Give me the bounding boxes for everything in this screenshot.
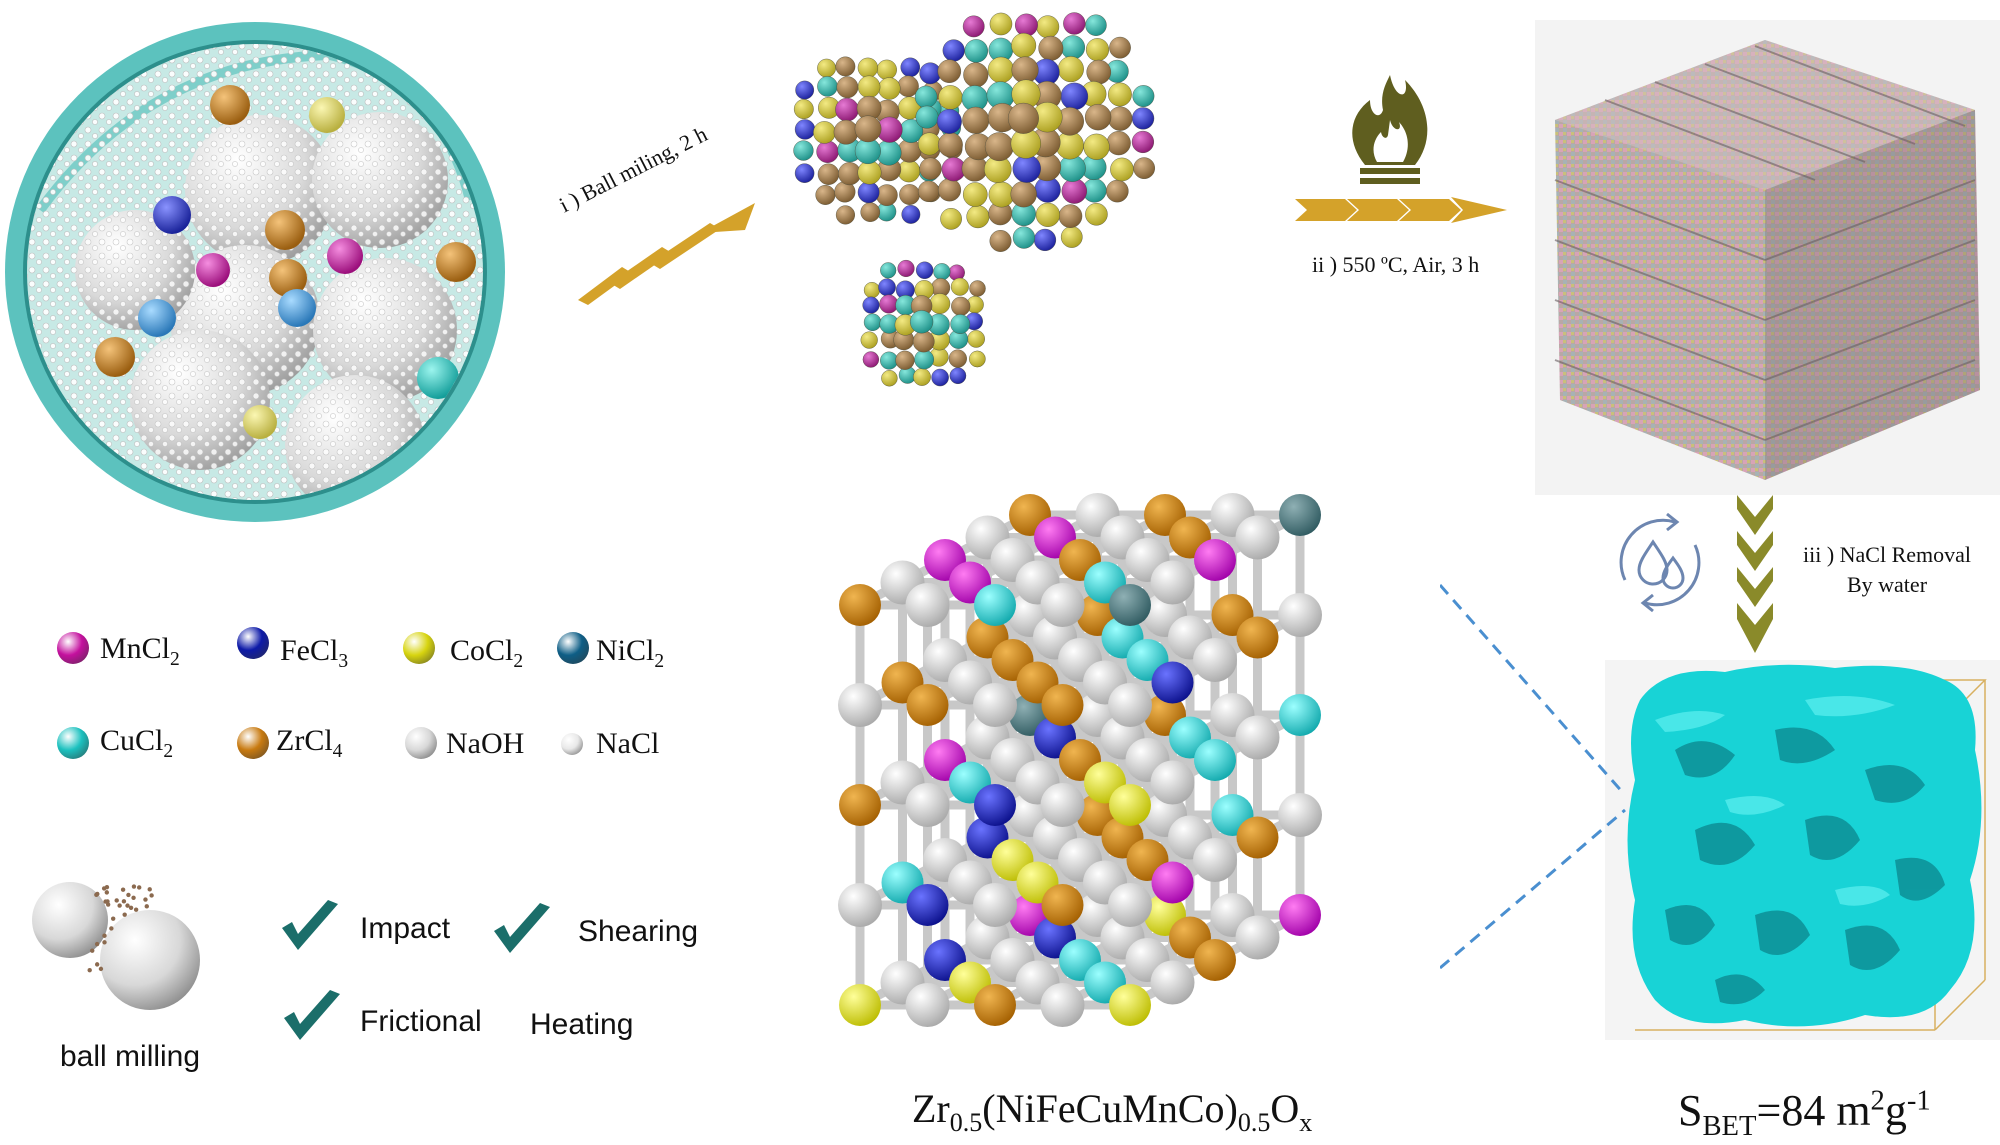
composition-formula: Zr0.5(NiFeCuMnCo)0.5Ox (912, 1086, 1313, 1137)
crystal-block (1535, 20, 2000, 495)
legend-label: ZrCl4 (276, 724, 343, 762)
arrow-step-3 (1737, 495, 1773, 653)
legend-label: NiCl2 (596, 634, 665, 672)
legend-label: MnCl2 (100, 632, 180, 670)
check-icon (494, 903, 550, 953)
porous-structure (1605, 660, 2000, 1040)
legend-label: FeCl3 (280, 634, 349, 672)
effect-shearing-check (492, 903, 552, 963)
step-3-line2: By water (1846, 572, 1928, 597)
check-icon (284, 990, 340, 1040)
arrow-step-1 (578, 203, 755, 305)
flame-icon (1352, 75, 1428, 184)
zoom-connector (1440, 584, 1627, 970)
legend-swatch (405, 727, 437, 759)
legend-swatch (557, 632, 589, 664)
legend-label: CuCl2 (100, 724, 174, 762)
effect-frictional-check (282, 990, 342, 1050)
effect-impact: Impact (360, 912, 451, 945)
legend-swatch (237, 627, 269, 659)
step-3-label: iii ) NaCl Removal By water (1782, 540, 1992, 600)
water-drop-icon (1619, 512, 1701, 613)
effect-shearing: Shearing (578, 915, 699, 948)
arrow-step-2 (1295, 197, 1507, 223)
ball-milling-icon (32, 882, 200, 1010)
effect-impact-check (280, 900, 340, 960)
legend-label: NaCl (596, 727, 660, 760)
ball-milling-label: ball milling (60, 1040, 201, 1073)
step-2-label: ii ) 550 ºC, Air, 3 h (1312, 252, 1480, 277)
bet-surface-area: SBET=84 m2g-1 (1678, 1085, 1931, 1142)
milling-jar (5, 22, 505, 522)
crystal-lattice (838, 493, 1322, 1027)
legend-swatch (403, 632, 435, 664)
legend-swatch (561, 733, 583, 755)
legend-label: CoCl2 (450, 634, 524, 672)
legend-swatch (237, 727, 269, 759)
step-3-line1: iii ) NaCl Removal (1802, 542, 1972, 567)
check-icon (282, 900, 338, 950)
legend-label: NaOH (446, 727, 525, 760)
legend-swatch (57, 632, 89, 664)
effect-heating: Heating (530, 1008, 634, 1041)
nanoparticle-clusters (793, 12, 1155, 387)
effect-frictional: Frictional (360, 1005, 482, 1038)
legend-swatch (57, 727, 89, 759)
